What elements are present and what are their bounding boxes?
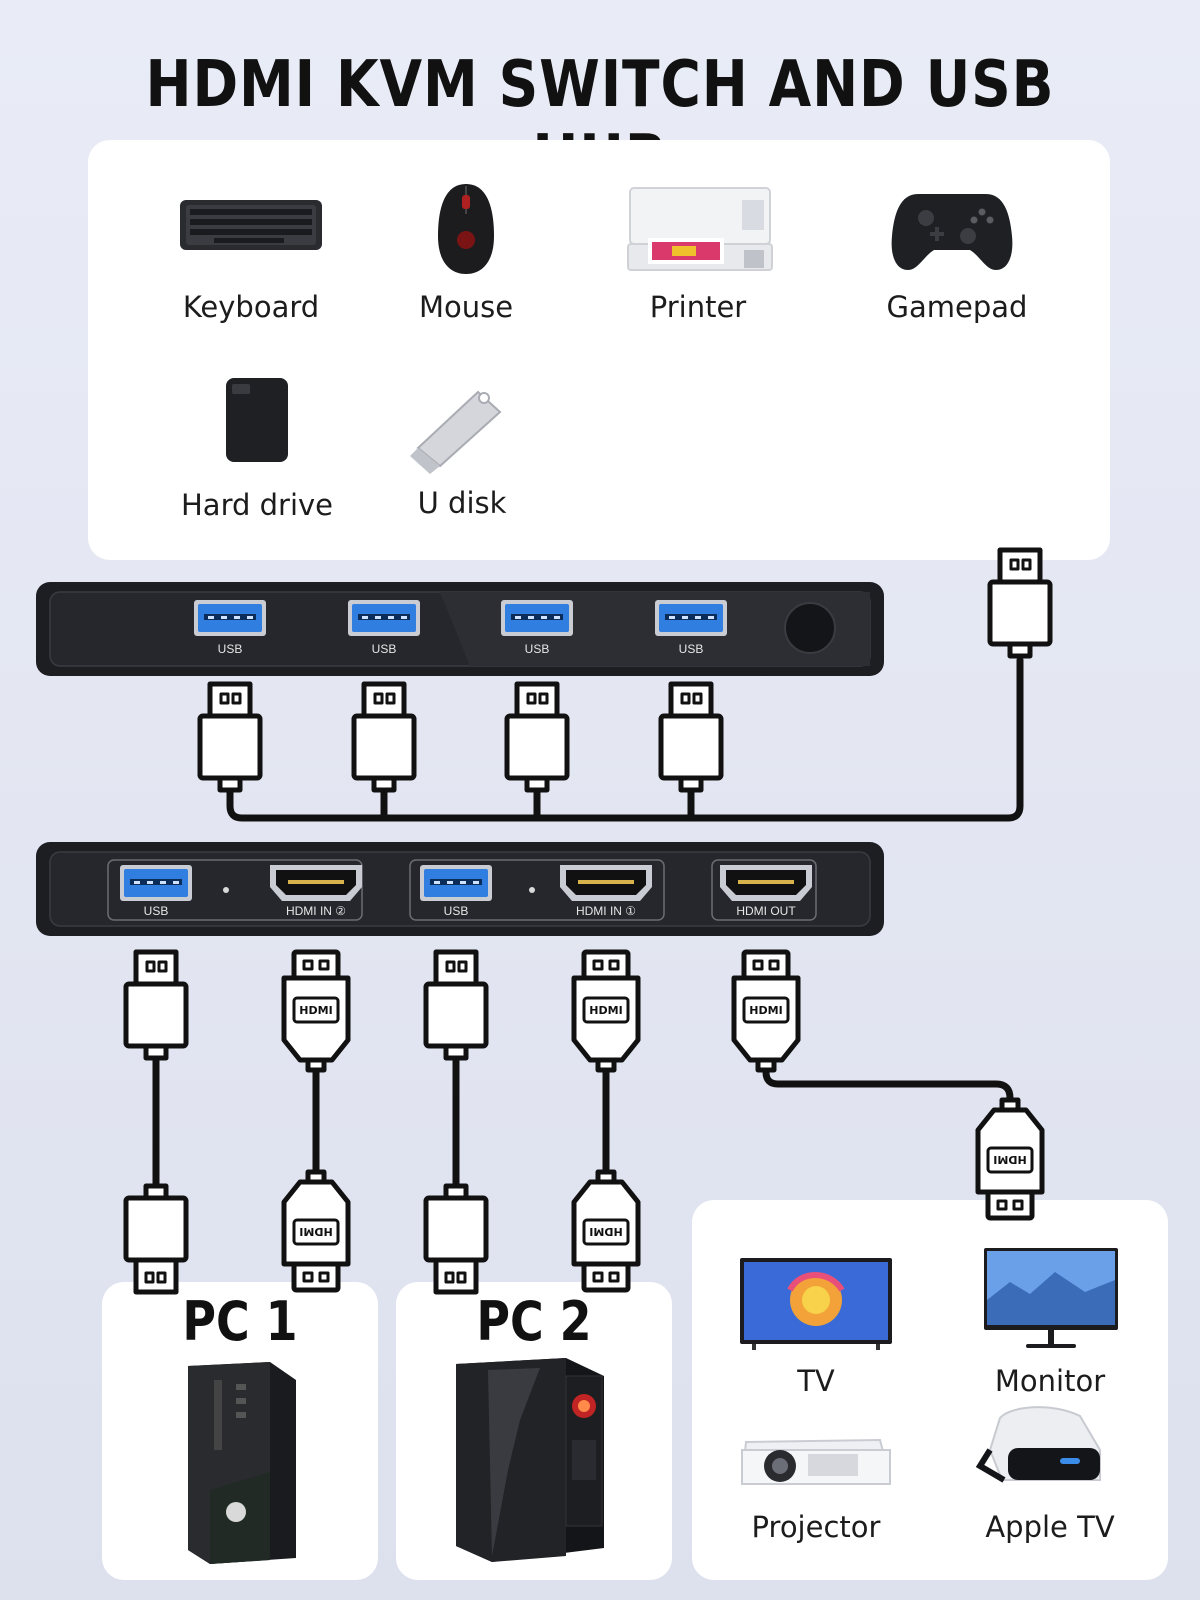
usb-plug-icon xyxy=(126,952,186,1058)
pc2-title: PC 2 xyxy=(476,1290,592,1353)
gaming-pc-icon xyxy=(456,1358,604,1562)
usb-plug-icon xyxy=(354,684,414,790)
connector-label: HDMI xyxy=(589,1225,622,1238)
switch-port-label-4: HDMI IN ① xyxy=(576,904,636,918)
desktop-pc-icon xyxy=(188,1362,296,1564)
usb-hub-cables xyxy=(226,656,1024,822)
hub-port-label-3: USB xyxy=(525,642,550,656)
pc-cables xyxy=(152,1054,1014,1190)
device-label-gamepad: Gamepad xyxy=(886,290,1028,324)
usb-plug-icon xyxy=(126,1186,186,1292)
usb-plug-icon xyxy=(507,684,567,790)
usb-plug-icon xyxy=(200,684,260,790)
mouse-icon xyxy=(438,184,494,274)
pc1-title: PC 1 xyxy=(182,1290,298,1353)
usb-plug-icon xyxy=(426,952,486,1058)
usb-plug-icon xyxy=(661,684,721,790)
device-label-hard-drive: Hard drive xyxy=(180,488,334,522)
hub-port-label-1: USB xyxy=(218,642,243,656)
hub-port-label-4: USB xyxy=(679,642,704,656)
device-label-keyboard: Keyboard xyxy=(182,290,320,324)
keyboard-icon xyxy=(180,200,322,250)
device-label-printer: Printer xyxy=(649,290,747,324)
connector-label: HDMI xyxy=(749,1004,782,1017)
monitor-icon xyxy=(984,1248,1118,1348)
connector-label: HDMI xyxy=(299,1225,332,1238)
switch-port-label-2: HDMI IN ② xyxy=(286,904,346,918)
projector-icon xyxy=(740,1438,892,1485)
switch-port-label-1: USB xyxy=(144,904,169,918)
vr-headset-icon xyxy=(975,1406,1101,1483)
switch-port-label-3: USB xyxy=(444,904,469,918)
display-label-apple-tv: Apple TV xyxy=(985,1510,1115,1544)
connector-label: HDMI xyxy=(993,1153,1026,1166)
usb-flash-drive-icon xyxy=(410,390,502,474)
printer-icon xyxy=(627,187,773,271)
device-label-mouse: Mouse xyxy=(418,290,514,324)
usb-hub: USB USB USB USB xyxy=(36,582,884,676)
device-label-u-disk: U disk xyxy=(417,486,507,520)
connector-label: HDMI xyxy=(299,1004,332,1017)
hard-drive-icon xyxy=(226,378,288,462)
gamepad-icon xyxy=(891,194,1013,270)
kvm-switch: USB HDMI IN ② USB HDMI IN ① HDMI OUT xyxy=(36,842,884,936)
display-label-monitor: Monitor xyxy=(994,1364,1106,1398)
hub-port-label-2: USB xyxy=(372,642,397,656)
usb-plug-icon xyxy=(426,1186,486,1292)
display-label-tv: TV xyxy=(797,1364,835,1398)
usb-plug-icon xyxy=(990,550,1050,656)
switch-button[interactable] xyxy=(784,602,836,654)
tv-icon xyxy=(740,1258,892,1350)
switch-port-label-5: HDMI OUT xyxy=(736,904,796,918)
display-label-projector: Projector xyxy=(751,1510,881,1544)
connector-label: HDMI xyxy=(589,1004,622,1017)
